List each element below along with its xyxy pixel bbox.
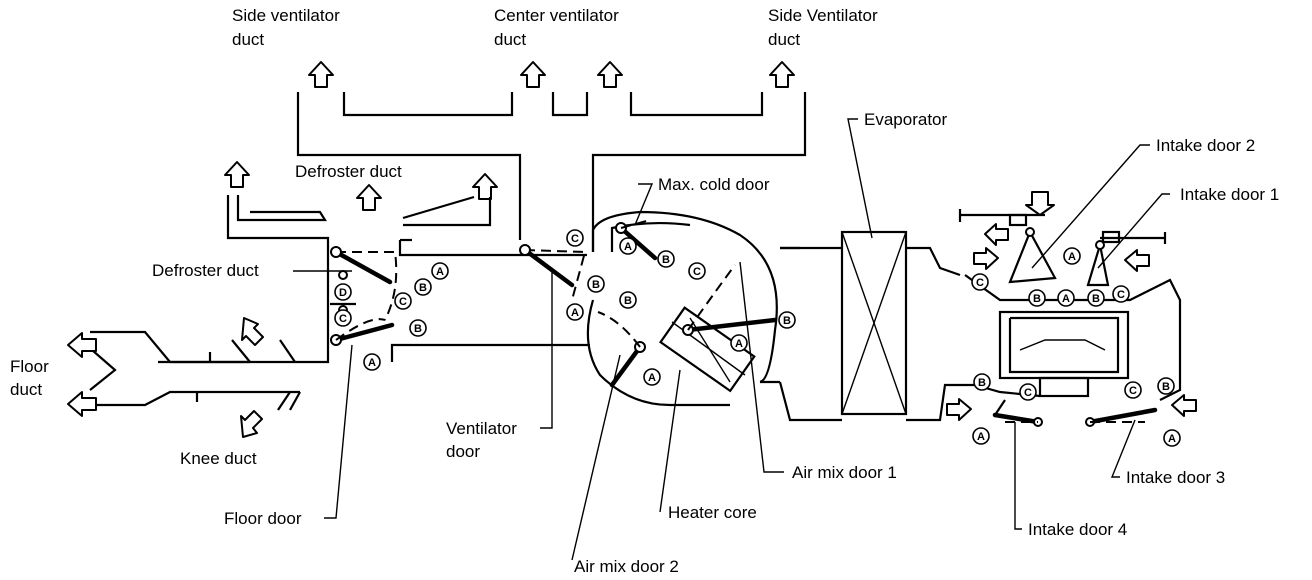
vent-duct-frame [296, 92, 807, 252]
label-floor-duct-2: duct [10, 380, 42, 399]
label-ventilator-door-2: door [446, 442, 480, 461]
airflow-arrow-icon [224, 161, 250, 188]
position-marker: B [624, 295, 632, 307]
position-marker: B [414, 323, 422, 335]
position-marker: C [1117, 289, 1125, 301]
label-floor-door: Floor door [224, 509, 302, 528]
position-marker: B [662, 254, 670, 266]
airflow-arrow-icon [1124, 249, 1150, 272]
label-air-mix-door-1: Air mix door 1 [792, 463, 897, 482]
airflow-arrow-icon [472, 173, 498, 200]
label-intake-door-2: Intake door 2 [1156, 136, 1255, 155]
position-marker: C [693, 266, 701, 278]
position-markers: A B C D C B A C B A A B C B A A B A C B … [334, 229, 1181, 447]
position-marker: C [976, 277, 984, 289]
airflow-arrow-icon [597, 61, 623, 88]
position-marker: A [436, 266, 444, 278]
position-marker: A [735, 338, 743, 350]
label-defroster-duct-side: Defroster duct [152, 261, 259, 280]
position-marker: A [368, 357, 376, 369]
position-marker: A [977, 431, 985, 443]
label-side-ventilator-duct-right-2: duct [768, 30, 800, 49]
diagram-labels: Side ventilator duct Center ventilator d… [10, 6, 1279, 576]
position-marker: B [592, 279, 600, 291]
label-intake-door-4: Intake door 4 [1028, 520, 1127, 539]
position-marker: B [1033, 293, 1041, 305]
label-center-ventilator-duct-2: duct [494, 30, 526, 49]
position-marker: B [978, 377, 986, 389]
airflow-arrow-icon [1025, 191, 1055, 216]
airflow-arrow-icon [241, 317, 264, 346]
airflow-arrow-icon [356, 184, 382, 211]
airflow-arrow-icon [520, 61, 546, 88]
position-marker: C [339, 313, 347, 325]
floor-knee-ducts [89, 330, 301, 411]
airflow-arrow-icon [946, 398, 972, 421]
label-defroster-duct-top: Defroster duct [295, 162, 402, 181]
position-marker: A [1168, 433, 1176, 445]
position-marker: A [1062, 293, 1070, 305]
airflow-arrow-icon [240, 410, 263, 438]
position-marker: C [1129, 385, 1137, 397]
evaporator [778, 230, 975, 422]
label-side-ventilator-duct-left: Side ventilator [232, 6, 340, 25]
airflow-arrow-icon [984, 223, 1009, 246]
label-side-ventilator-duct-right: Side Ventilator [768, 6, 878, 25]
floor-arrows [67, 317, 264, 438]
intake-arrows [946, 191, 1197, 421]
label-max-cold-door: Max. cold door [658, 175, 770, 194]
ventilator-door-assembly [519, 244, 587, 301]
position-marker: B [1162, 381, 1170, 393]
label-air-mix-door-2: Air mix door 2 [574, 557, 679, 576]
label-ventilator-door: Ventilator [446, 419, 517, 438]
heater-unit [586, 210, 800, 407]
airflow-arrow-icon [973, 247, 999, 270]
label-evaporator: Evaporator [864, 110, 947, 129]
position-marker: A [1068, 251, 1076, 263]
position-marker: B [783, 315, 791, 327]
position-marker: C [571, 233, 579, 245]
leader-lines [293, 118, 1170, 561]
position-marker: B [419, 282, 427, 294]
position-marker: A [571, 307, 579, 319]
airflow-arrow-icon [67, 332, 97, 358]
label-heater-core: Heater core [668, 503, 757, 522]
label-knee-duct: Knee duct [180, 449, 257, 468]
label-intake-door-1: Intake door 1 [1180, 185, 1279, 204]
position-marker: B [1092, 293, 1100, 305]
label-floor-duct: Floor [10, 357, 49, 376]
label-side-ventilator-duct-left-2: duct [232, 30, 264, 49]
position-marker: C [399, 296, 407, 308]
position-marker: C [1024, 387, 1032, 399]
airflow-arrow-icon [769, 61, 795, 88]
label-center-ventilator-duct: Center ventilator [494, 6, 619, 25]
airflow-arrow-icon [67, 391, 97, 417]
airflow-arrow-icon [1171, 394, 1197, 417]
position-marker: A [624, 241, 632, 253]
airflow-arrow-icon [308, 61, 334, 88]
position-marker: A [648, 372, 656, 384]
label-intake-door-3: Intake door 3 [1126, 468, 1225, 487]
position-marker: D [339, 287, 347, 299]
